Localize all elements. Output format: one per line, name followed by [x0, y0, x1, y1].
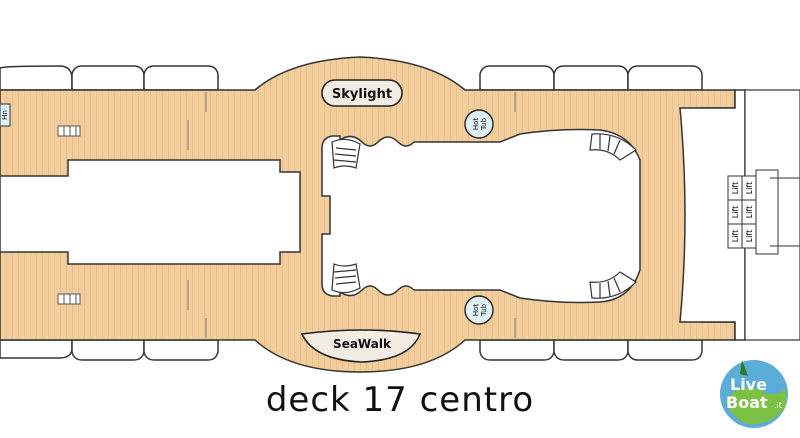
- left-edge-box: [0, 103, 11, 127]
- stairs-bottom-left: [331, 263, 361, 294]
- left-atrium-void: [0, 159, 301, 265]
- seawalk-area: SeaWalk: [300, 329, 422, 363]
- logo-text-suffix: .it: [774, 401, 782, 410]
- left-edge-label: Hn: [1, 110, 9, 120]
- hot-tub-top: Hot Tub: [464, 109, 494, 139]
- stairs-top-right: [589, 133, 637, 161]
- lift-label: Lift: [731, 182, 740, 195]
- hot-tub-top-label-2: Tub: [480, 117, 488, 131]
- logo-text-live: Live: [730, 375, 767, 394]
- outer-hull-bottom: [0, 339, 703, 361]
- liveboat-logo: Live Boat .it: [720, 360, 788, 428]
- lift-label: Lift: [745, 230, 754, 243]
- skylight-label: Skylight: [332, 87, 392, 102]
- seawalk-label: SeaWalk: [333, 337, 392, 351]
- outer-hull-top: [0, 65, 703, 91]
- hot-tub-bottom-label-1: Hot: [472, 304, 480, 317]
- deck-caption: deck 17 centro: [265, 380, 535, 420]
- lift-labels: Lift Lift Lift Lift Lift Lift: [731, 182, 754, 243]
- hot-tub-bottom: Hot Tub: [464, 295, 494, 325]
- railing-posts: [187, 92, 516, 338]
- lift-label: Lift: [745, 206, 754, 219]
- skylight-lounge: Skylight: [321, 79, 403, 107]
- lift-bank: [727, 169, 800, 255]
- hot-tub-bottom-label-2: Tub: [480, 303, 488, 317]
- central-atrium-void: [321, 128, 641, 304]
- lift-label: Lift: [731, 206, 740, 219]
- lift-label: Lift: [745, 182, 754, 195]
- lift-label: Lift: [731, 230, 740, 243]
- hot-tub-top-label-1: Hot: [472, 118, 480, 131]
- logo-text-boat: Boat: [726, 393, 768, 412]
- deck-benches: [57, 125, 81, 305]
- stairs-bottom-right: [589, 271, 637, 299]
- stairs-top-left: [331, 138, 361, 169]
